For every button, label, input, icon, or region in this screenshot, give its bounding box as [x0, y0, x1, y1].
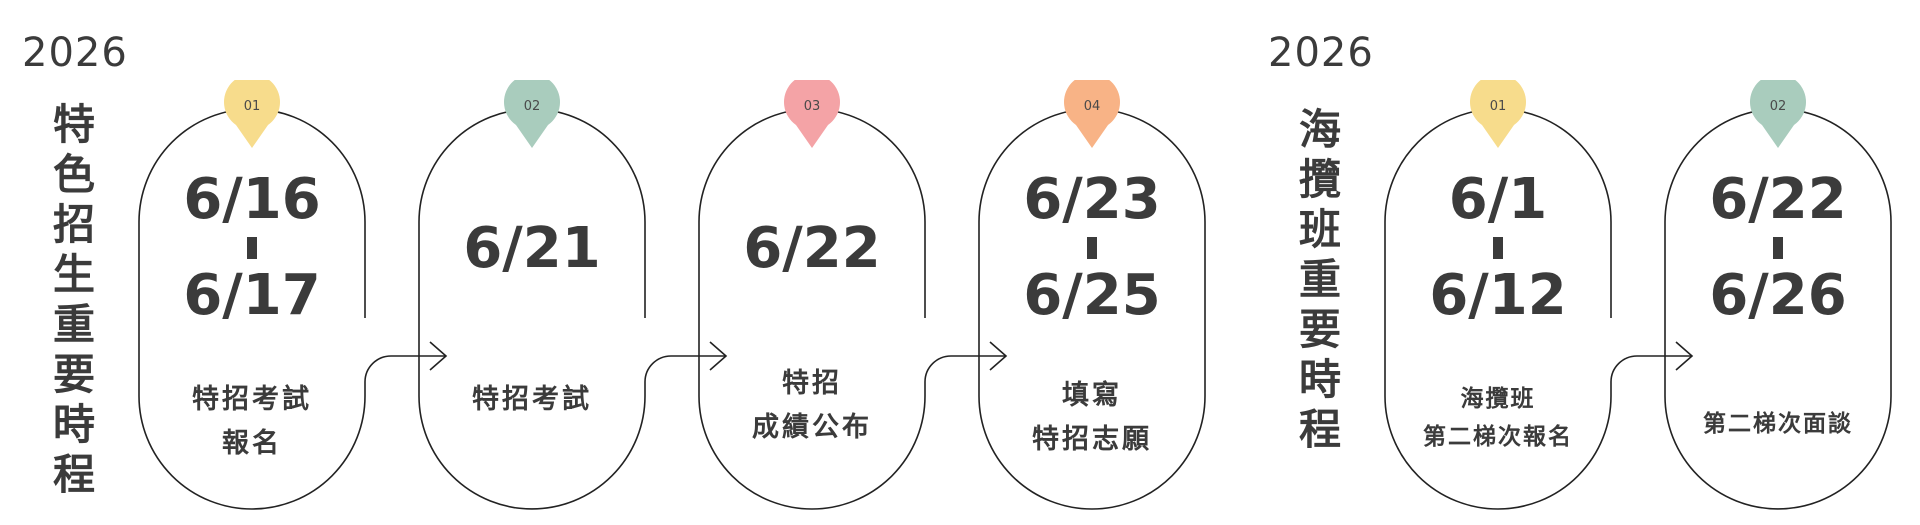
title-char: 招 [52, 200, 95, 249]
date-range-dash [1493, 237, 1503, 259]
date-from: 6/22 [743, 216, 881, 281]
title-char: 要 [1298, 305, 1341, 354]
step-date: 6/21 [419, 214, 645, 284]
pin-marker-icon [1064, 80, 1120, 148]
title-char: 程 [1298, 405, 1341, 454]
date-to: 6/17 [183, 263, 321, 328]
title-char: 色 [52, 150, 95, 199]
right-vertical-title: 海 攬 班 重 要 時 程 [1290, 105, 1350, 455]
title-char: 班 [1298, 205, 1341, 254]
pin-marker-icon [224, 80, 280, 148]
date-from: 6/21 [463, 216, 601, 281]
stage-outline [138, 108, 445, 510]
step-number: 02 [1769, 99, 1787, 114]
step-number: 01 [243, 99, 261, 114]
step-date: 6/1 6/12 [1385, 165, 1611, 331]
date-from: 6/23 [1023, 167, 1161, 232]
step-description: 特招考試 報名 [139, 378, 365, 466]
description-line: 填寫 [1062, 380, 1122, 411]
description-line: 特招 [782, 368, 842, 399]
description-line: 第二梯次報名 [1423, 424, 1573, 450]
title-char: 特 [52, 100, 95, 149]
step-description: 第二梯次面談 [1665, 405, 1891, 443]
date-to: 6/25 [1023, 263, 1161, 328]
stage-outline [1664, 108, 1892, 510]
description-line: 成績公布 [752, 412, 872, 443]
title-char: 時 [52, 400, 95, 449]
step-date: 6/22 6/26 [1665, 165, 1891, 331]
date-range-dash [247, 237, 257, 259]
step-pin: 02 [503, 80, 561, 150]
arrow-head [709, 341, 728, 371]
stage-outline [418, 108, 725, 510]
step-date: 6/22 [699, 214, 925, 284]
title-char: 時 [1298, 355, 1341, 404]
date-from: 6/16 [183, 167, 321, 232]
description-line: 海攬班 [1460, 386, 1536, 412]
step-pin: 01 [223, 80, 281, 150]
description-line: 報名 [222, 428, 282, 459]
step-description: 海攬班 第二梯次報名 [1385, 380, 1611, 456]
title-char: 海 [1298, 105, 1341, 154]
title-char: 重 [52, 300, 95, 349]
step-pin: 01 [1469, 80, 1527, 150]
arrow-head [429, 341, 448, 371]
description-line: 特招考試 [192, 384, 312, 415]
step-description: 特招考試 [419, 378, 645, 422]
arrow-head [1675, 341, 1694, 371]
left-year: 2026 [22, 30, 128, 76]
pin-marker-icon [1470, 80, 1526, 148]
arrow-head [989, 341, 1008, 371]
pin-marker-icon [1750, 80, 1806, 148]
step-pin: 03 [783, 80, 841, 150]
step-number: 02 [523, 99, 541, 114]
date-range-dash [1087, 237, 1097, 259]
date-to: 6/26 [1709, 263, 1847, 328]
step-description: 填寫 特招志願 [979, 374, 1205, 462]
stage-outline [978, 108, 1206, 510]
date-from: 6/22 [1709, 167, 1847, 232]
step-number: 03 [803, 99, 821, 114]
stage-outline [1384, 108, 1691, 510]
left-vertical-title: 特 色 招 生 重 要 時 程 [44, 100, 104, 500]
description-line: 特招志願 [1032, 424, 1152, 455]
step-pin: 04 [1063, 80, 1121, 150]
title-char: 程 [52, 450, 95, 499]
description-line: 第二梯次面談 [1703, 411, 1853, 437]
date-from: 6/1 [1448, 167, 1548, 232]
pin-marker-icon [784, 80, 840, 148]
description-line: 特招考試 [472, 384, 592, 415]
step-pin: 02 [1749, 80, 1807, 150]
date-to: 6/12 [1429, 263, 1567, 328]
title-char: 生 [52, 250, 95, 299]
title-char: 攬 [1298, 155, 1341, 204]
step-description: 特招 成績公布 [699, 362, 925, 450]
stage-outline [698, 108, 1005, 510]
title-char: 要 [52, 350, 95, 399]
right-year: 2026 [1268, 30, 1374, 76]
step-date: 6/16 6/17 [139, 165, 365, 331]
step-number: 04 [1083, 99, 1101, 114]
date-range-dash [1773, 237, 1783, 259]
step-date: 6/23 6/25 [979, 165, 1205, 331]
title-char: 重 [1298, 255, 1341, 304]
step-number: 01 [1489, 99, 1507, 114]
pin-marker-icon [504, 80, 560, 148]
